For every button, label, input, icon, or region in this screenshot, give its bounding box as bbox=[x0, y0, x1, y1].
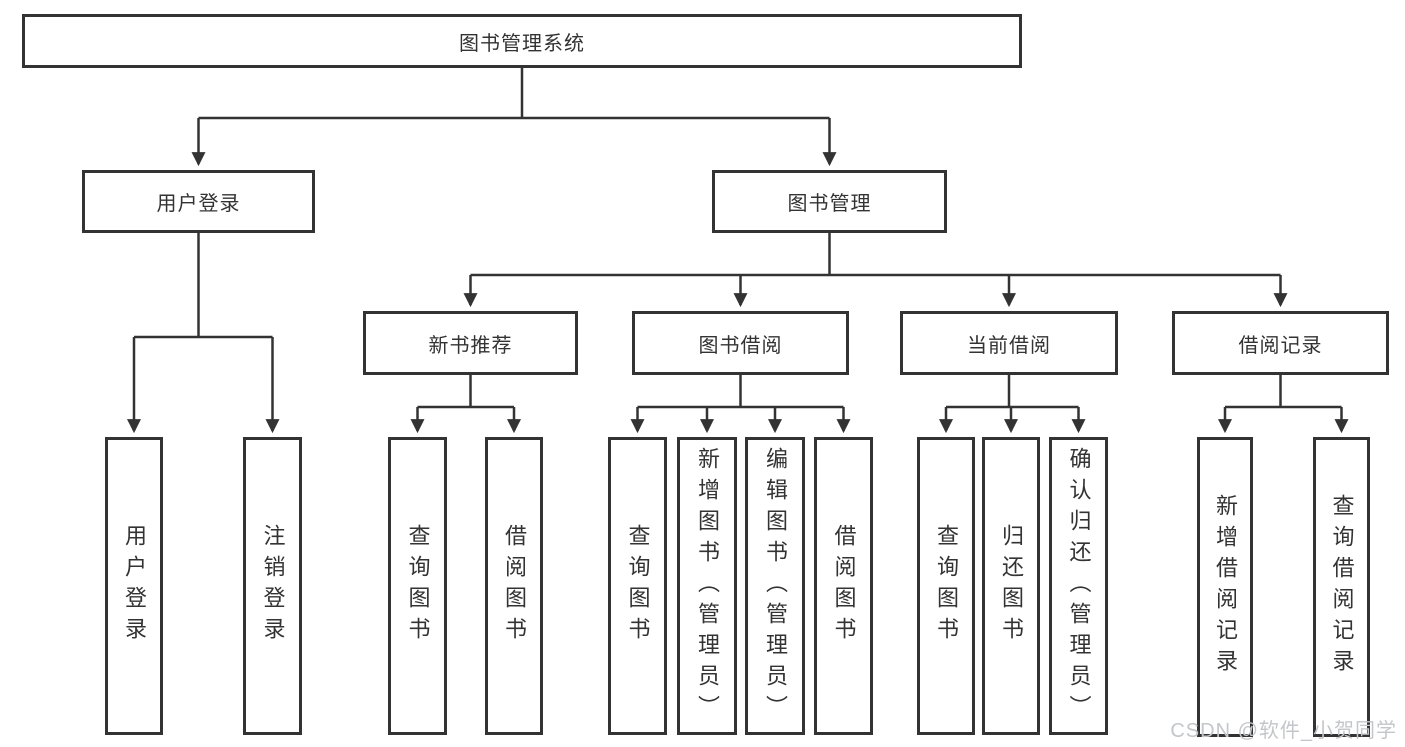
csdn-watermark: CSDN @软件_小贺同学 bbox=[1170, 720, 1397, 742]
node-leaf-nb-borrow-book: 借阅图书 bbox=[485, 437, 543, 735]
node-current-borrow: 当前借阅 bbox=[900, 311, 1118, 375]
node-leaf-cb-query-book: 查询图书 bbox=[917, 437, 975, 735]
node-leaf-nb-query-book: 查询图书 bbox=[388, 437, 447, 735]
node-leaf-logout: 注销登录 bbox=[243, 437, 302, 735]
node-user-login: 用户登录 bbox=[82, 170, 315, 233]
node-new-book-rec: 新书推荐 bbox=[363, 311, 578, 375]
node-leaf-cb-confirm-return-admin: 确认归还（管理员） bbox=[1049, 437, 1108, 735]
node-root: 图书管理系统 bbox=[22, 14, 1022, 68]
node-leaf-br-query-record: 查询借阅记录 bbox=[1313, 437, 1370, 737]
node-leaf-user-login: 用户登录 bbox=[105, 437, 163, 735]
node-borrow-record: 借阅记录 bbox=[1172, 311, 1389, 375]
node-leaf-bb-add-book-admin: 新增图书（管理员） bbox=[677, 437, 737, 735]
node-book-mgmt: 图书管理 bbox=[712, 170, 947, 233]
node-leaf-bb-edit-book-admin: 编辑图书（管理员） bbox=[745, 437, 805, 735]
node-leaf-cb-return-book: 归还图书 bbox=[982, 437, 1040, 735]
node-leaf-bb-query-book: 查询图书 bbox=[608, 437, 667, 735]
node-leaf-bb-borrow-book: 借阅图书 bbox=[814, 437, 873, 735]
node-leaf-br-add-record: 新增借阅记录 bbox=[1197, 437, 1253, 737]
node-book-borrow: 图书借阅 bbox=[632, 311, 849, 375]
